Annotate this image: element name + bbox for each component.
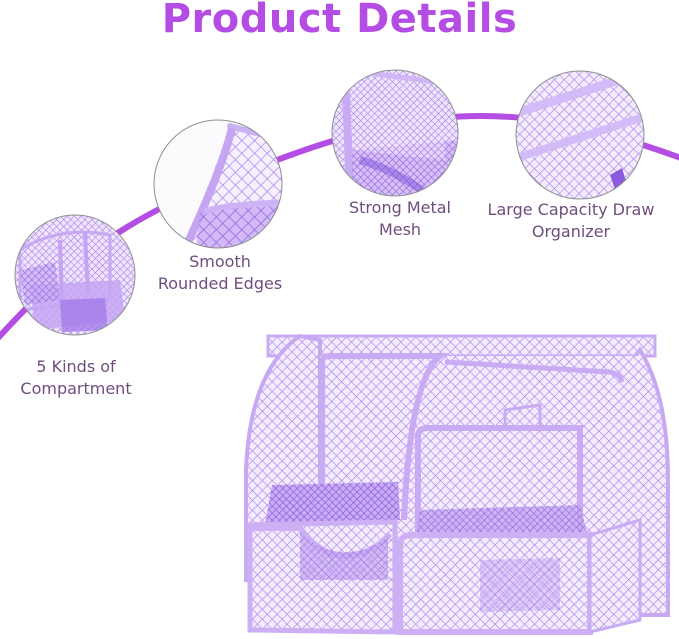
rounded-edge-closeup-image — [153, 119, 283, 249]
feature-label-line: Mesh — [378, 220, 422, 239]
feature-label-edges: Smooth Rounded Edges — [140, 251, 300, 295]
feature-label-line: Rounded Edges — [157, 274, 283, 293]
feature-label-mesh: Strong Metal Mesh — [330, 197, 470, 241]
desk-organizer-image — [244, 333, 670, 635]
drawer-closeup-image — [515, 70, 645, 200]
compartment-closeup-image — [14, 214, 136, 336]
feature-label-line: Organizer — [531, 222, 611, 241]
feature-label-compartments: 5 Kinds of Compartment — [0, 356, 152, 400]
page-title: Product Details — [161, 0, 518, 42]
feature-label-line: 5 Kinds of — [36, 357, 116, 376]
metal-mesh-closeup-image — [331, 69, 459, 197]
feature-label-line: Strong Metal — [349, 198, 451, 217]
feature-label-line: Large Capacity Draw — [487, 200, 655, 219]
feature-label-line: Compartment — [20, 379, 132, 398]
feature-label-drawer: Large Capacity Draw Organizer — [476, 199, 666, 243]
feature-label-line: Smooth — [189, 252, 251, 271]
